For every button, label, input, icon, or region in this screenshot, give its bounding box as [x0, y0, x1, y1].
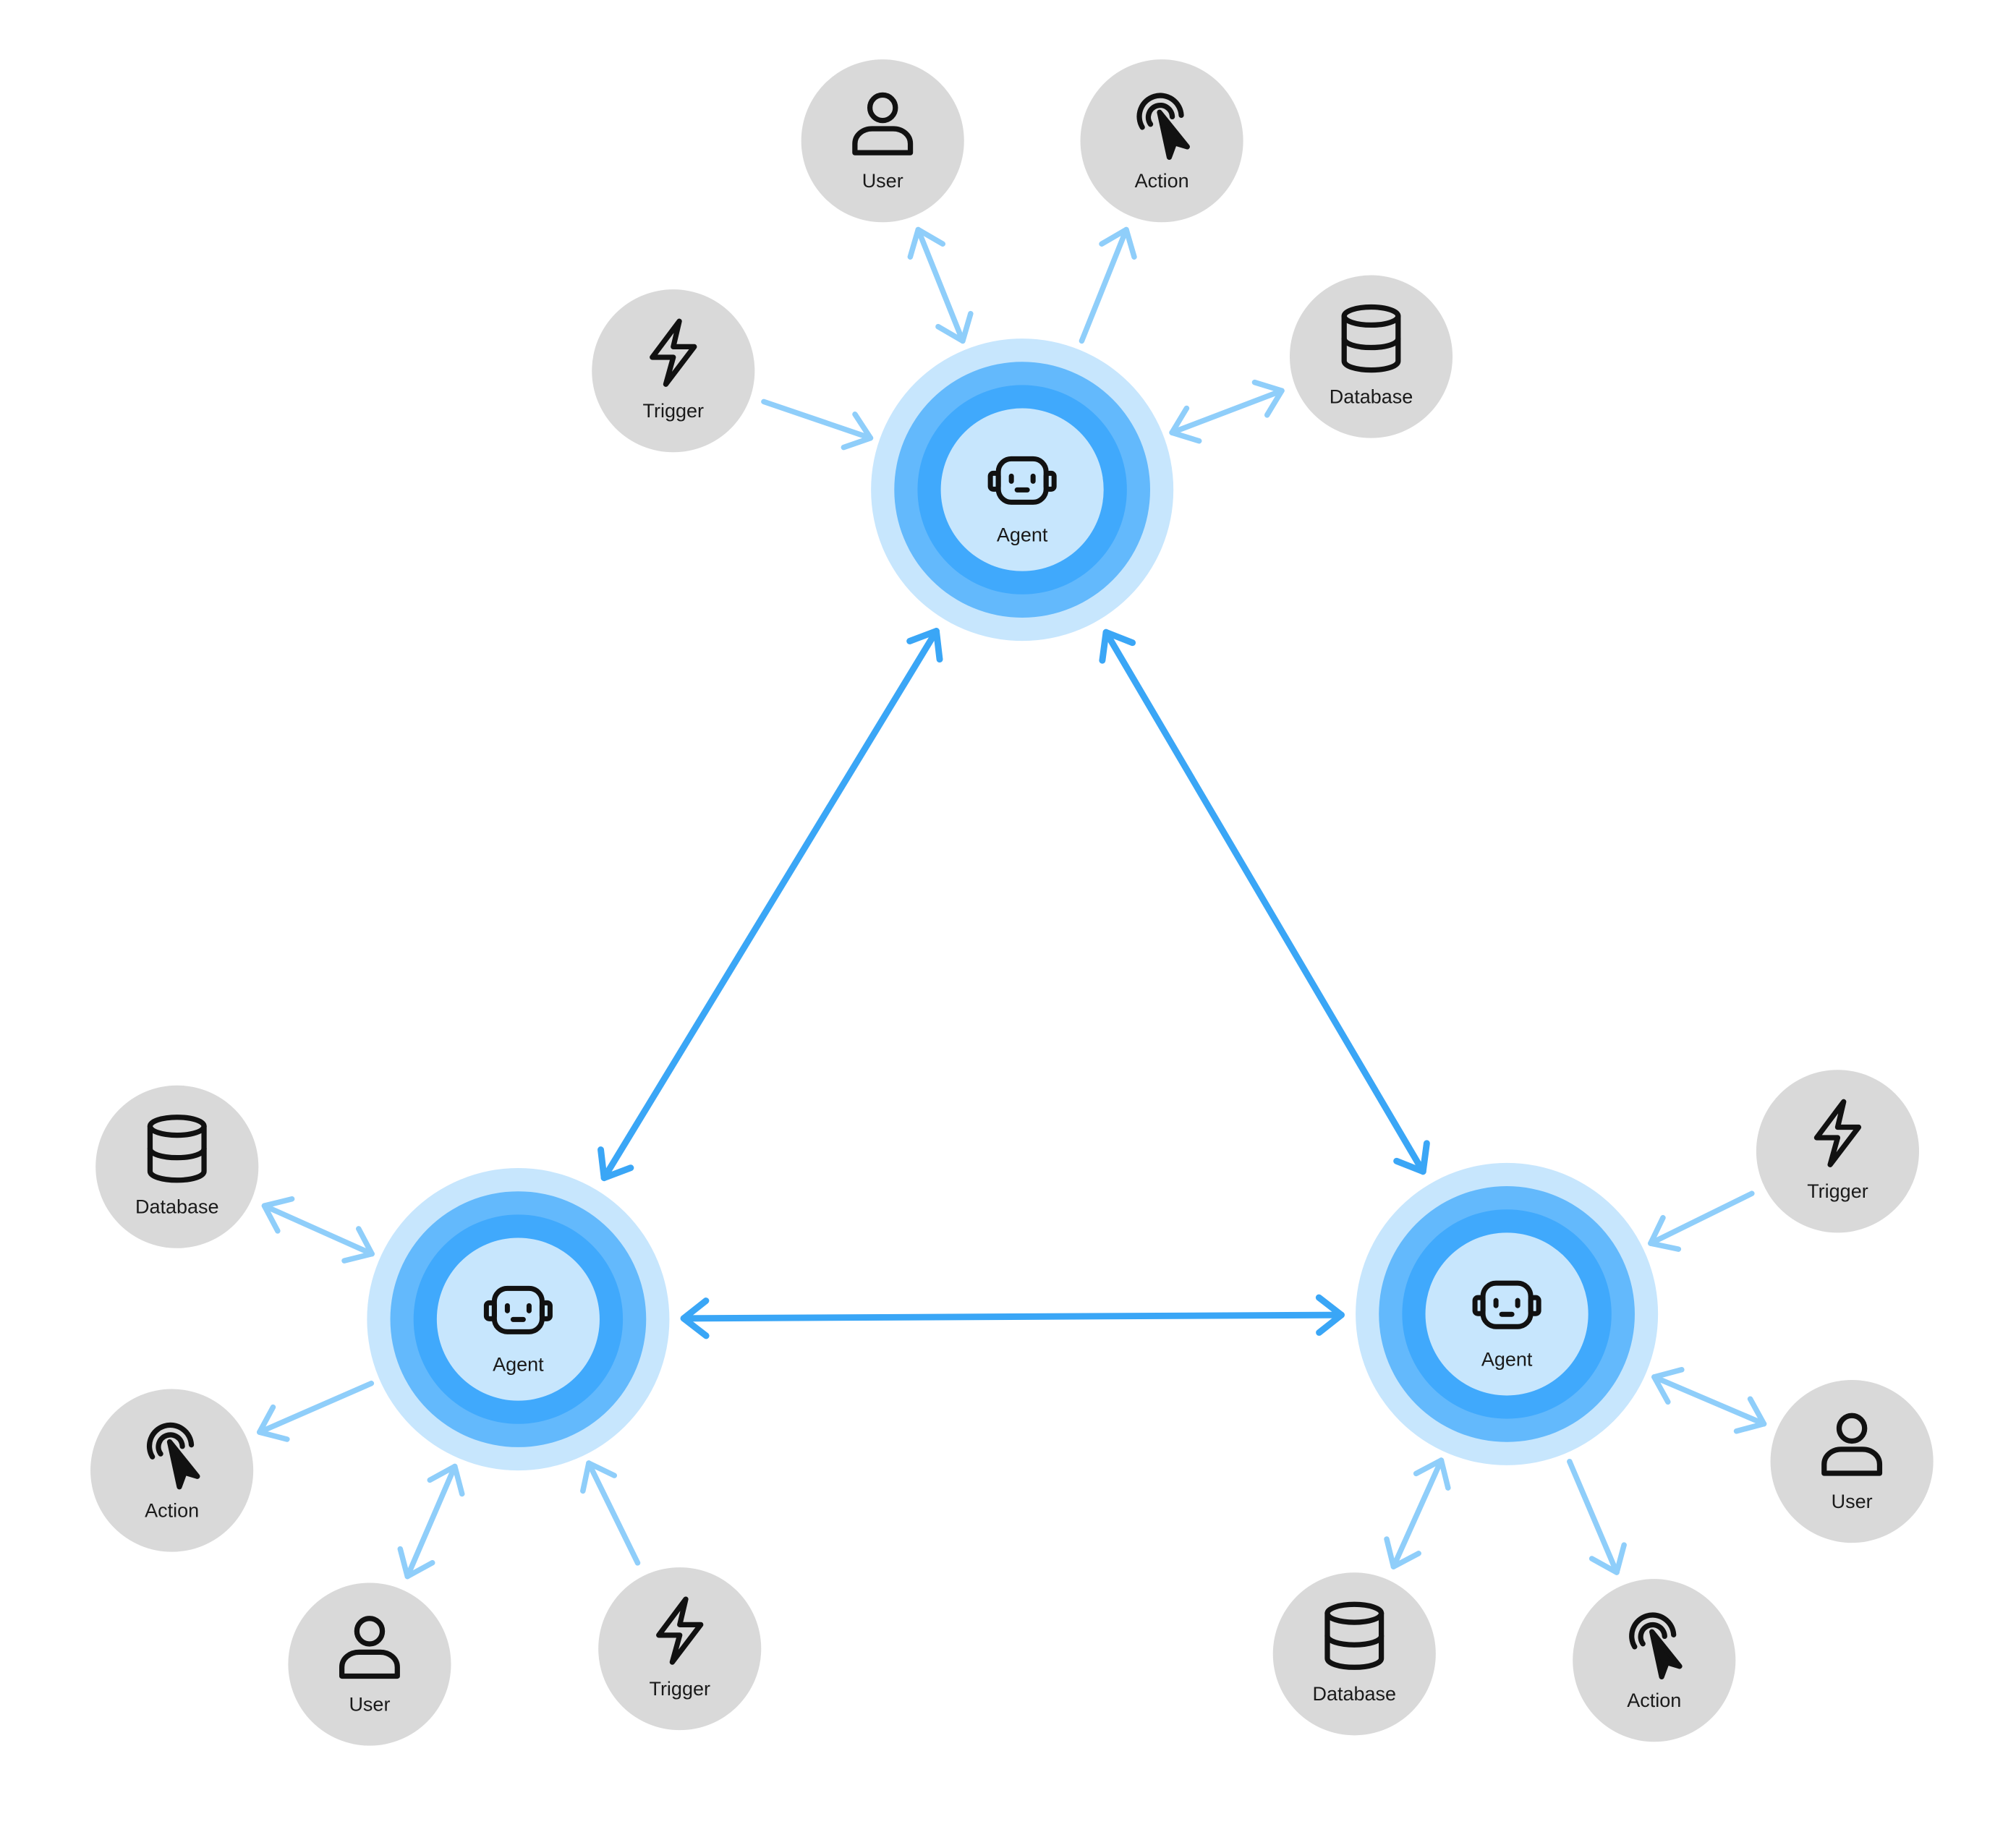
link-left-action: [257, 1380, 375, 1442]
link-right-action: [1567, 1459, 1627, 1575]
link-top-action-line: [1079, 226, 1129, 344]
link-left-database-head-end: [261, 1196, 295, 1234]
agent-node-left[interactable]: Agent: [367, 1168, 670, 1471]
satellite-circle: [1289, 275, 1453, 438]
satellite-label: Database: [1330, 385, 1413, 407]
agent-link-top-right-head-start: [1099, 629, 1136, 664]
agent-link-top-right-head-end: [1393, 1140, 1430, 1175]
link-left-action-line: [257, 1380, 375, 1435]
link-left-trigger-line: [586, 1460, 641, 1566]
link-right-database-head-start: [1413, 1457, 1451, 1491]
satellite-label: Action: [1135, 170, 1189, 192]
link-right-user-head-end: [1733, 1396, 1767, 1434]
agent-link-left-right-head-end: [1315, 1294, 1345, 1336]
link-left-database: [261, 1196, 375, 1264]
agent-link-top-left: [597, 628, 943, 1182]
link-left-user-head-end: [397, 1546, 435, 1580]
satellite-label: Trigger: [643, 400, 705, 422]
link-right-trigger: [1648, 1190, 1755, 1252]
satellite-circle: [90, 1389, 254, 1552]
link-right-database-head-end: [1384, 1536, 1421, 1569]
link-left-action-head-end: [257, 1404, 290, 1442]
link-top-user-head-end: [907, 226, 946, 260]
link-left-user: [397, 1463, 465, 1580]
link-left-trigger-head-end: [580, 1460, 618, 1494]
link-top-action-head-end: [1099, 226, 1137, 260]
satellite-label: Trigger: [1807, 1180, 1868, 1202]
satellite-circle: [1272, 1572, 1436, 1736]
link-top-action: [1079, 226, 1137, 344]
satellite-node-top-database[interactable]: Database: [1289, 275, 1453, 438]
link-left-user-line: [404, 1463, 458, 1580]
link-right-action-line: [1567, 1459, 1620, 1575]
satellite-node-top-user[interactable]: User: [801, 59, 964, 223]
link-right-user: [1651, 1367, 1767, 1434]
satellite-node-left-action[interactable]: Action: [90, 1389, 254, 1552]
satellite-label: User: [349, 1693, 390, 1715]
satellite-label: Action: [145, 1499, 199, 1521]
satellite-circle: [95, 1085, 259, 1248]
satellite-circle: [288, 1582, 451, 1746]
link-right-trigger-line: [1648, 1190, 1755, 1246]
link-top-trigger-head-end: [841, 412, 874, 451]
agent-link-top-right-line: [1102, 629, 1426, 1175]
link-right-trigger-head-end: [1648, 1214, 1682, 1252]
link-top-database: [1169, 379, 1285, 444]
satellite-label: Database: [135, 1196, 219, 1218]
agent-label: Agent: [1481, 1348, 1533, 1370]
link-top-user-head-start: [935, 310, 974, 344]
agent-link-top-left-line: [600, 628, 940, 1182]
satellite-node-top-trigger[interactable]: Trigger: [592, 289, 755, 453]
satellite-circle: [1080, 59, 1243, 223]
satellite-node-left-database[interactable]: Database: [95, 1085, 259, 1248]
link-right-user-head-start: [1651, 1367, 1685, 1405]
link-top-user-line: [915, 226, 966, 344]
agent-link-left-right-line: [680, 1311, 1345, 1322]
link-top-database-head-start: [1169, 405, 1202, 444]
agent-link-top-left-head-start: [906, 628, 943, 663]
satellite-node-right-trigger[interactable]: Trigger: [1756, 1070, 1920, 1233]
satellite-node-left-trigger[interactable]: Trigger: [598, 1567, 762, 1731]
agent-node-right[interactable]: Agent: [1356, 1162, 1659, 1465]
agent-label: Agent: [997, 524, 1048, 546]
satellite-circle: [801, 59, 964, 223]
link-right-action-head-end: [1588, 1542, 1627, 1575]
satellite-node-left-user[interactable]: User: [288, 1582, 451, 1746]
agent-link-top-left-head-end: [597, 1146, 634, 1182]
link-top-user: [907, 226, 974, 344]
satellite-node-right-user[interactable]: User: [1770, 1380, 1934, 1543]
link-right-user-line: [1651, 1374, 1767, 1427]
satellite-node-right-database[interactable]: Database: [1272, 1572, 1436, 1736]
link-top-trigger: [761, 399, 874, 451]
satellite-node-right-action[interactable]: Action: [1573, 1579, 1736, 1742]
satellite-circle: [1573, 1579, 1736, 1742]
satellite-label: User: [1832, 1491, 1873, 1512]
link-right-database-line: [1390, 1457, 1445, 1569]
link-top-database-line: [1169, 388, 1285, 435]
link-left-user-head-start: [427, 1463, 465, 1497]
satellite-node-top-action[interactable]: Action: [1080, 59, 1243, 223]
link-right-database: [1384, 1457, 1451, 1569]
satellite-label: Action: [1627, 1690, 1681, 1711]
agent-label: Agent: [493, 1354, 544, 1376]
link-left-trigger: [580, 1460, 641, 1566]
satellite-label: Trigger: [649, 1678, 710, 1700]
satellite-label: User: [862, 170, 903, 192]
links-layer: [257, 226, 1767, 1580]
satellite-label: Database: [1312, 1683, 1396, 1705]
agent-link-left-right: [680, 1294, 1345, 1339]
agent-link-left-right-head-start: [680, 1298, 710, 1339]
agent-link-top-right: [1099, 629, 1430, 1175]
link-top-database-head-end: [1251, 379, 1285, 418]
link-left-database-line: [261, 1203, 375, 1257]
link-left-database-head-start: [341, 1226, 375, 1264]
agent-node-top[interactable]: Agent: [871, 338, 1174, 642]
link-top-trigger-line: [761, 399, 874, 441]
satellite-circle: [1770, 1380, 1934, 1543]
